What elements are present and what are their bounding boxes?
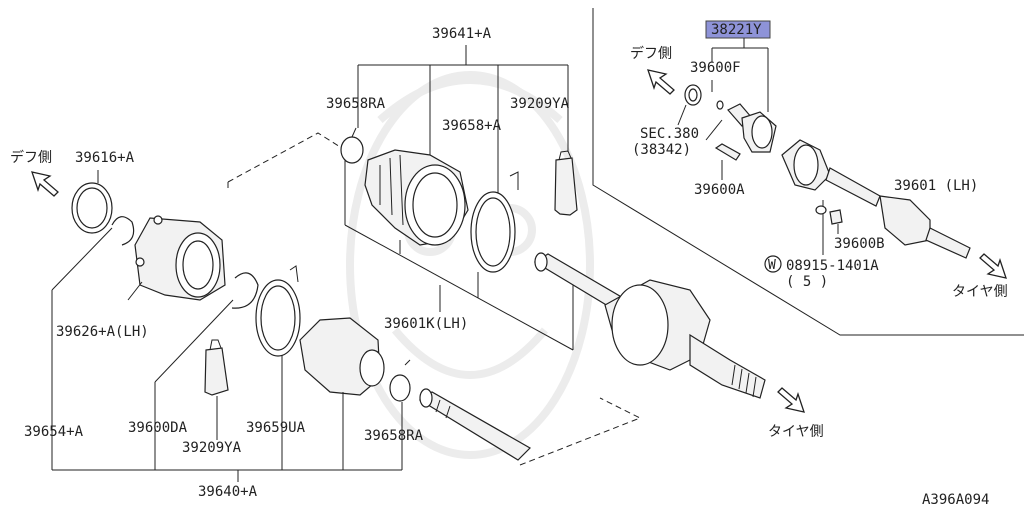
- inner-shaft-bottom: [418, 388, 531, 461]
- label-39600da: 39600DA: [128, 420, 188, 436]
- label-sec380: SEC.380: [640, 126, 699, 142]
- band-39659ua: [255, 265, 301, 357]
- circlip-small: [111, 216, 135, 246]
- label-39641: 39641+A: [432, 26, 492, 42]
- snap-ring-39616: [71, 170, 113, 234]
- label-39600a: 39600A: [694, 182, 745, 198]
- shaft-39601-lh: [781, 139, 971, 259]
- label-39209ya: 39209YA: [182, 440, 242, 456]
- band-a-top: [470, 171, 519, 273]
- highlight-box-38221y[interactable]: [705, 20, 771, 39]
- label-diff-side-left: デフ側: [10, 149, 52, 166]
- housing-39626: [134, 215, 226, 301]
- seal-sec380: [677, 84, 702, 126]
- label-39654: 39654+A: [24, 424, 84, 440]
- label-39640: 39640+A: [198, 484, 258, 500]
- label-39601k: 39601K(LH): [384, 316, 468, 332]
- arrow-diff-left: [31, 171, 59, 197]
- circlip-39600da: [231, 272, 259, 309]
- label-39601-lh: 39601 (LH): [894, 178, 978, 194]
- arrow-tire-bottom: [777, 387, 805, 413]
- label-tire-side-right: タイヤ側: [952, 284, 1008, 300]
- o-ring-39600f: [716, 100, 724, 110]
- guide-dash-top: [227, 132, 346, 183]
- band-ra-bottom: [389, 359, 411, 402]
- label-diagram-code: A396A094: [922, 492, 989, 508]
- label-39600f: 39600F: [690, 60, 741, 76]
- label-washer-mark: W: [768, 258, 776, 273]
- label-diff-side-right: デフ側: [630, 45, 672, 62]
- label-08915: 08915-1401A: [786, 258, 879, 274]
- bracket-38221y: [711, 38, 769, 112]
- label-39659ua: 39659UA: [246, 420, 306, 436]
- arrow-tire-right: [979, 253, 1007, 279]
- label-38342: (38342): [632, 142, 691, 158]
- label-39209ya-top: 39209YA: [510, 96, 570, 112]
- guide-dash-bottom: [519, 397, 642, 466]
- band-ra-top: [340, 136, 364, 164]
- label-39616: 39616+A: [75, 150, 135, 166]
- label-tire-side-bottom: タイヤ側: [768, 424, 824, 440]
- boot-top: [364, 149, 469, 246]
- label-39658ra-bottom: 39658RA: [364, 428, 424, 444]
- panel-divider: [592, 8, 1024, 336]
- grease-tube-bottom: [204, 339, 229, 396]
- drive-shaft-center: [533, 252, 766, 399]
- grease-tube-top: [554, 150, 578, 216]
- bracket-39641: [357, 45, 569, 200]
- label-38221y[interactable]: 38221Y: [711, 22, 762, 38]
- label-39658ra-top: 39658RA: [326, 96, 386, 112]
- flange-38221y: [727, 103, 777, 153]
- arrow-diff-right: [647, 69, 675, 95]
- bracket-39601k: [344, 160, 574, 351]
- washer-08915: [815, 205, 827, 215]
- bolt-39600a: [714, 143, 741, 180]
- label-39626: 39626+A(LH): [56, 324, 149, 340]
- bracket-39640: [51, 227, 403, 482]
- boot-bottom: [299, 317, 385, 396]
- washer-symbol: [764, 255, 782, 273]
- nut-39600b: [829, 209, 843, 234]
- label-washer-qty: ( 5 ): [786, 274, 828, 290]
- label-39658a: 39658+A: [442, 118, 502, 134]
- label-39600b: 39600B: [834, 236, 885, 252]
